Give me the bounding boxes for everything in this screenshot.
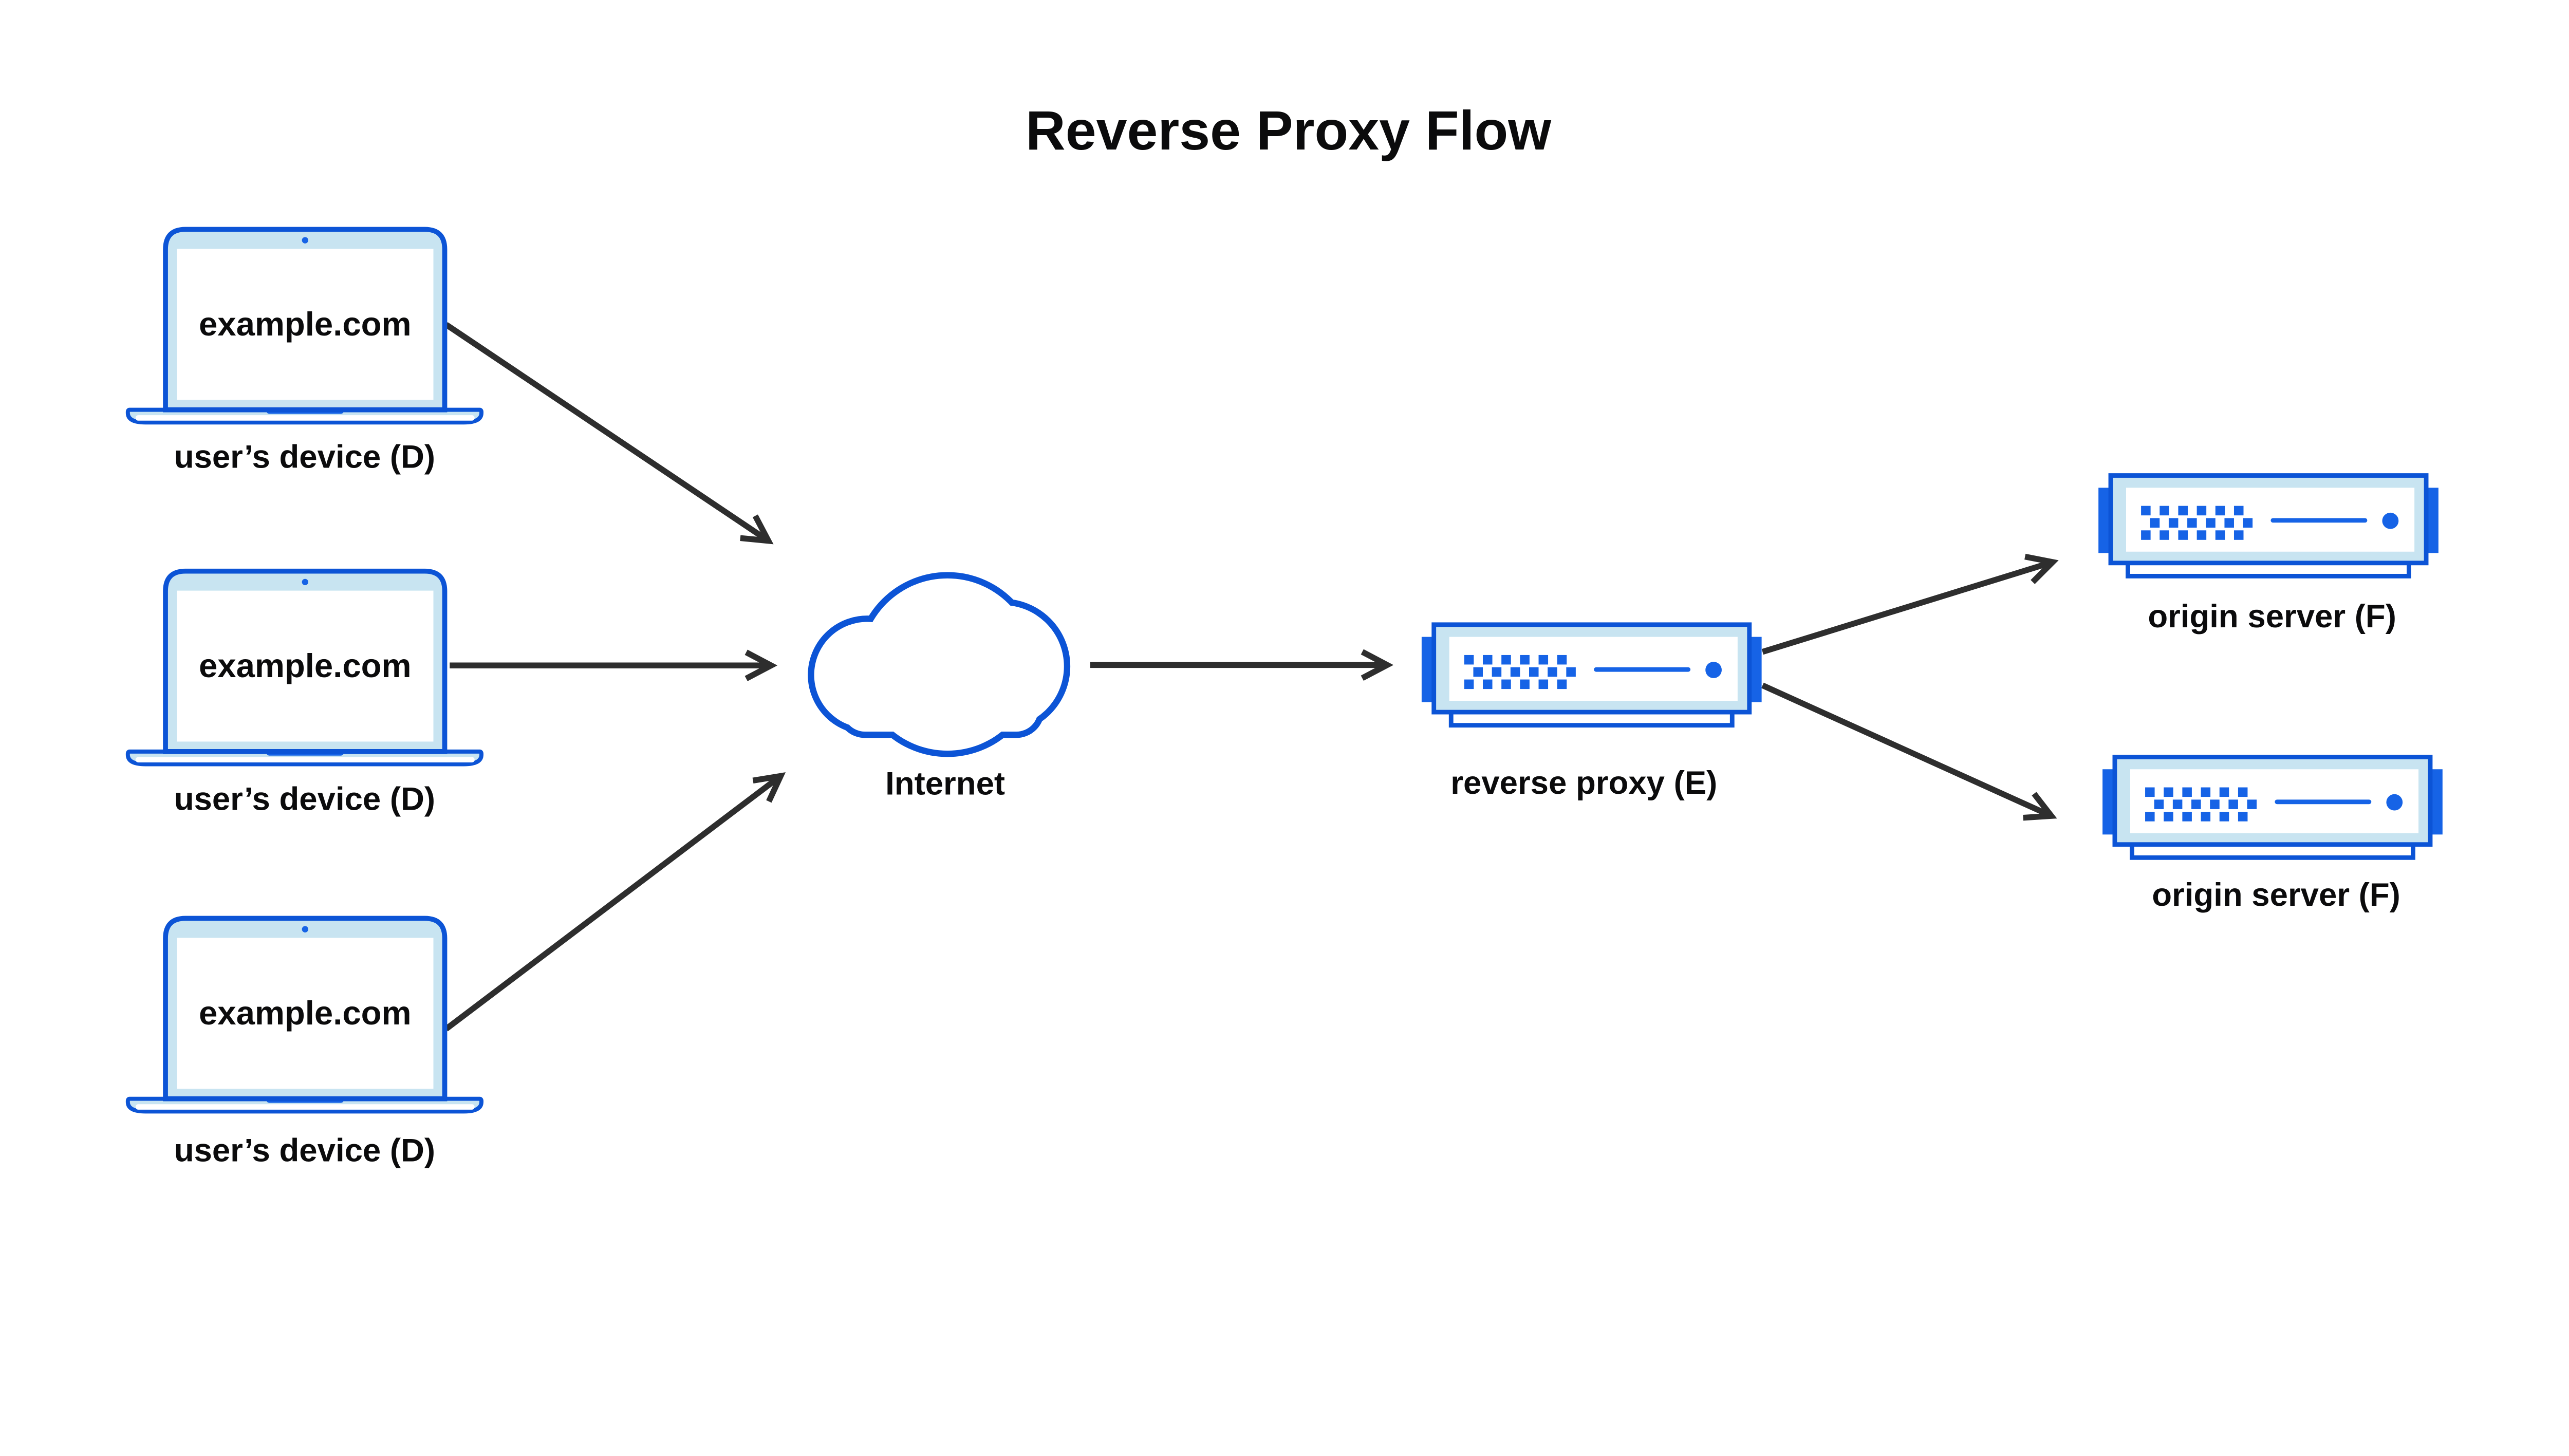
device1-label: user’s device (D)	[174, 439, 435, 475]
internet-node: Internet	[808, 572, 1071, 802]
user-device-3: example.com user’s device (D)	[128, 919, 481, 1168]
user-device-2: example.com user’s device (D)	[128, 571, 481, 817]
reverse-proxy-flow-diagram: Reverse Proxy Flow	[125, 100, 2445, 1169]
arrow-device2-to-internet	[450, 649, 778, 681]
device2-label: user’s device (D)	[174, 781, 435, 817]
device3-label: user’s device (D)	[174, 1132, 435, 1168]
flow-arrows	[444, 322, 2059, 1032]
device1-screen-url: example.com	[199, 305, 412, 343]
device2-screen-url: example.com	[199, 647, 412, 684]
arrow-proxy-to-origin2	[1761, 682, 2057, 821]
device3-screen-url: example.com	[199, 994, 412, 1032]
internet-label: Internet	[885, 766, 1005, 802]
diagram-canvas: Reverse Proxy Flow	[125, 100, 2445, 1169]
reverse-proxy-label: reverse proxy (E)	[1450, 764, 1717, 801]
origin-server1-label: origin server (F)	[2148, 598, 2396, 634]
server-icon	[1422, 625, 1762, 725]
arrow-device1-to-internet	[444, 322, 774, 545]
cloud-icon	[808, 572, 1071, 757]
server-icon	[2098, 476, 2438, 576]
arrow-internet-to-proxy	[1090, 649, 1394, 681]
origin-server-2: origin server (F)	[2102, 757, 2443, 913]
user-device-1: example.com user’s device (D)	[128, 229, 481, 475]
server-icon	[2102, 757, 2443, 857]
arrow-device3-to-internet	[444, 772, 786, 1032]
origin-server2-label: origin server (F)	[2152, 876, 2400, 913]
page-title: Reverse Proxy Flow	[1026, 100, 1551, 161]
origin-server-1: origin server (F)	[2098, 476, 2438, 634]
arrow-proxy-to-origin1	[1761, 553, 2059, 655]
reverse-proxy-node: reverse proxy (E)	[1422, 625, 1762, 801]
